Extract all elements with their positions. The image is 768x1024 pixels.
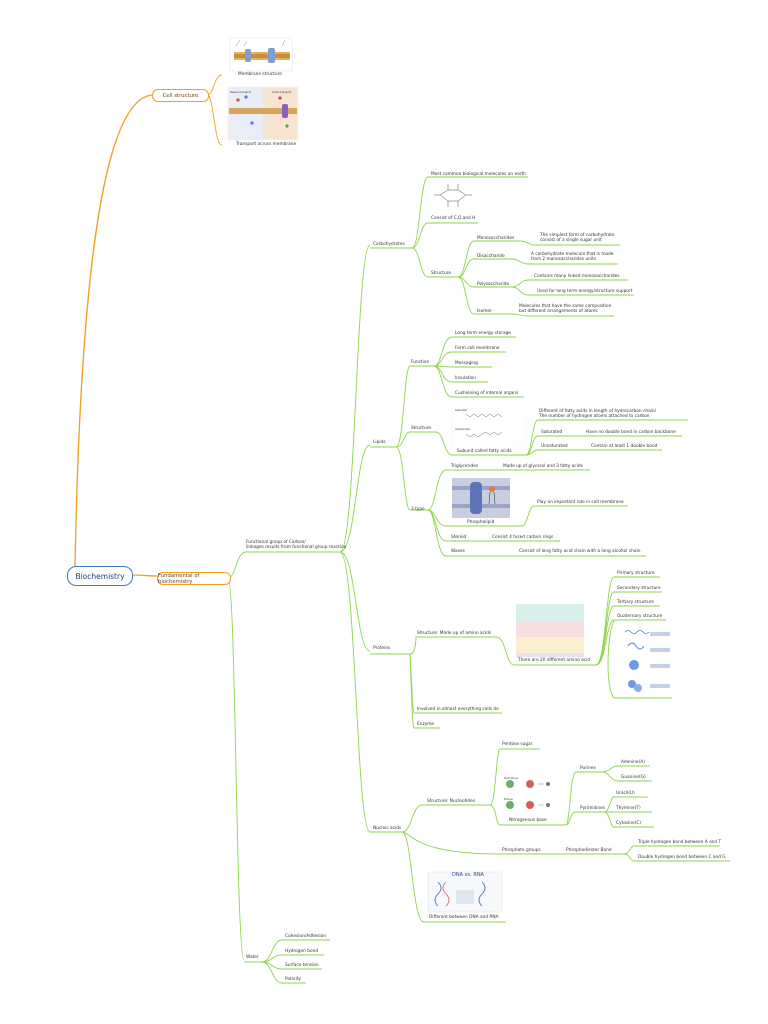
node-function-1[interactable]: Form cell membrane xyxy=(455,346,500,351)
node-disaccharide[interactable]: Disaccharide xyxy=(477,254,505,259)
node-involved[interactable]: Involved in almost everything cells do xyxy=(417,707,499,712)
protein-structure-images xyxy=(624,630,670,692)
dna-rna-image-title: DNA vs. RNA xyxy=(452,872,484,878)
node-isomer-def[interactable]: Molecules that have the same composition… xyxy=(519,304,612,315)
node-carb-most-common[interactable]: Most common biological molecules on eart… xyxy=(431,172,526,177)
node-protein-structure[interactable]: Structure: Made up of amino acids xyxy=(417,631,492,636)
node-cytosine[interactable]: Cytosine(C) xyxy=(616,821,642,826)
node-carb-consist[interactable]: Consist of C,O,and H xyxy=(431,216,476,221)
amino-acids-image xyxy=(516,604,584,657)
node-steroid-def[interactable]: Consist 4 fused carbon rings xyxy=(492,535,554,540)
dna-rna-image xyxy=(427,871,503,913)
connector-cell-transport xyxy=(206,94,223,146)
node-waxes-def[interactable]: Consist of long fatty acid chain with a … xyxy=(519,549,641,554)
node-phospholipid[interactable]: Phospholipid xyxy=(467,520,495,525)
node-function-3[interactable]: Insulation xyxy=(455,376,477,381)
node-purines[interactable]: Purines xyxy=(580,766,596,771)
node-cell-structure[interactable]: Cell structure xyxy=(152,89,209,102)
node-amino-acids[interactable]: There are 20 different amino acid xyxy=(518,658,591,663)
transport-passive-label: Passive transport xyxy=(230,91,251,94)
node-secondary[interactable]: Secondary structure xyxy=(617,586,661,591)
transport-active-label: Active transport xyxy=(272,91,292,94)
node-function-0[interactable]: Long term energy storage xyxy=(455,331,511,336)
node-unsaturated-def[interactable]: Contain at least 1 double bond xyxy=(591,444,658,449)
connector-cell-membrane xyxy=(206,74,223,96)
connector-hub-lipids xyxy=(339,444,371,553)
node-dna-rna-diff[interactable]: Different between DNA and RNA xyxy=(429,915,499,920)
connector-root-cell-structure xyxy=(74,94,153,567)
node-proteins[interactable]: Proteins xyxy=(373,646,391,651)
root-node-biochemistry[interactable]: Biochemistry xyxy=(67,566,133,586)
connector-hub-nucleic xyxy=(339,551,371,833)
node-triglycerides-def[interactable]: Made up of glycerol and 3 fatty acids xyxy=(503,464,583,469)
node-carb-structure[interactable]: Structure xyxy=(431,271,451,276)
fatty-acid-image xyxy=(451,407,527,447)
node-carbohydrates[interactable]: Carbohydrates xyxy=(373,242,405,247)
connector-fund-functional xyxy=(227,551,247,579)
glucose-molecule-image xyxy=(434,184,472,207)
node-water-0[interactable]: Cohesion/Adhesion xyxy=(285,934,326,939)
node-uracil[interactable]: Uracil(U) xyxy=(616,791,635,796)
connector-hub-proteins xyxy=(339,551,371,652)
node-double-hydrogen[interactable]: Double hydrogen bond between C and G xyxy=(638,855,726,860)
node-phosphate-groups[interactable]: Phosphate groups xyxy=(502,848,541,853)
node-monosaccharides[interactable]: Monosaccharides xyxy=(477,236,515,241)
node-phospholipid-def[interactable]: Play an important role in cell membrane xyxy=(537,500,624,505)
connector-fund-water xyxy=(227,577,245,961)
node-lipid-structure[interactable]: Structure xyxy=(411,426,431,431)
node-enzyme[interactable]: Enzyme xyxy=(417,722,435,727)
node-water[interactable]: Water xyxy=(246,955,259,960)
fatty-saturated-label: Saturated xyxy=(455,409,467,412)
node-water-1[interactable]: Hydrogen bond xyxy=(285,949,319,954)
node-quaternary[interactable]: Quaternary structure xyxy=(617,614,663,619)
node-nucleic-acids[interactable]: Nucleic acids xyxy=(373,826,402,831)
node-fatty-diff[interactable]: Different of fatty acids in length of hy… xyxy=(539,409,657,420)
node-function-4[interactable]: Cushioning of internal organs xyxy=(455,391,519,396)
membrane-structure-image xyxy=(229,37,293,72)
node-primary[interactable]: Primary structure xyxy=(617,571,655,576)
node-saturated-def[interactable]: Have no double bond in carbon backbone xyxy=(586,430,676,435)
node-guanine[interactable]: Guanine(G) xyxy=(621,775,646,780)
node-pyrimidines[interactable]: Pyrimidines xyxy=(580,806,606,811)
connector-hub-carbs xyxy=(339,244,371,553)
node-pentose[interactable]: Pentose sugar xyxy=(502,742,533,747)
node-lipids[interactable]: Lipids xyxy=(373,440,386,445)
fatty-unsaturated-label: Unsaturated xyxy=(455,428,470,431)
node-nitrogenous[interactable]: Nitrogenous base xyxy=(509,818,547,823)
node-nucleotides[interactable]: Structure: Nucleotides xyxy=(427,799,476,804)
node-transport-membrane[interactable]: Transport across membrane xyxy=(236,142,297,147)
phospholipid-image xyxy=(452,478,510,518)
node-subunit-fatty[interactable]: Subunit called fatty acids xyxy=(457,449,512,454)
node-poly-def1[interactable]: Contains many linked monosaccharides xyxy=(534,274,620,279)
node-saturated[interactable]: Saturated xyxy=(541,430,563,435)
node-isomer[interactable]: Isomer xyxy=(477,309,492,314)
node-thymine[interactable]: Thymine(T) xyxy=(616,806,641,811)
node-mono-def[interactable]: The simplest form of carbohydrate consis… xyxy=(540,233,615,244)
nucleotide-pyrimidines-label: Pyrimidines xyxy=(504,777,518,780)
connector-root-fundamental xyxy=(130,574,158,577)
node-poly-def2[interactable]: Used for long term energy/structure supp… xyxy=(537,289,633,294)
node-unsaturated[interactable]: Unsaturated xyxy=(541,444,568,449)
node-steroid[interactable]: Steroid xyxy=(451,535,467,540)
node-phosphodiester[interactable]: Phosphodiester Bond xyxy=(566,848,612,853)
node-function-2[interactable]: Messaging xyxy=(455,361,478,366)
node-polysaccharide[interactable]: Polysaccharide xyxy=(477,282,510,287)
transport-membrane-image xyxy=(227,86,299,141)
node-3-type[interactable]: 3 type xyxy=(411,507,425,512)
node-di-def[interactable]: A carbohydrate molecule that is made fro… xyxy=(531,252,614,263)
node-water-3[interactable]: Polarity xyxy=(285,977,302,982)
node-lipid-function[interactable]: Function xyxy=(411,360,430,365)
node-fundamental-biochemistry[interactable]: Fundamental of biochemistry xyxy=(157,572,231,585)
node-triglycerides[interactable]: Triglycerides xyxy=(451,464,478,469)
node-membrane-structure[interactable]: Membrane structure xyxy=(238,72,282,77)
node-water-2[interactable]: Surface tension xyxy=(285,963,319,968)
node-adenine[interactable]: Adenine(A) xyxy=(621,760,645,765)
node-tertiary[interactable]: Tertiary structure xyxy=(617,600,654,605)
node-triple-hydrogen[interactable]: Triple hydrogen bond between A and T xyxy=(638,840,722,845)
nucleotide-image xyxy=(506,780,550,809)
node-functional-group[interactable]: Functional group of Carbon/ linkages res… xyxy=(246,540,347,551)
nucleotide-purines-label: Purines xyxy=(504,798,513,801)
node-waxes[interactable]: Waxes xyxy=(451,549,465,554)
